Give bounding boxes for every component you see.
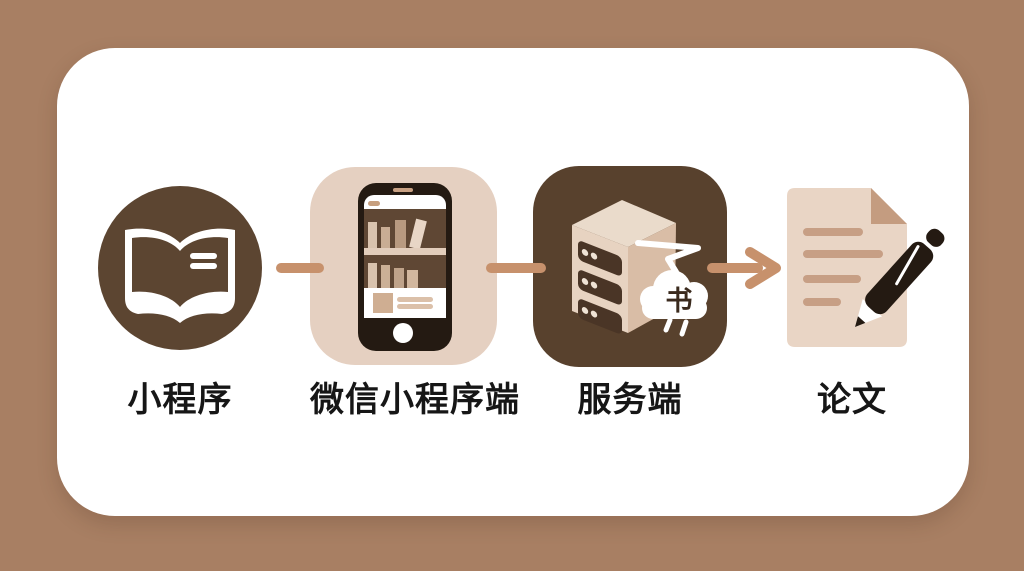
- connector-dash-2: [486, 263, 546, 273]
- cloud-character: 书: [666, 286, 693, 316]
- open-book-icon: [98, 186, 262, 350]
- pen-shape: [855, 228, 945, 327]
- cloud-shape: [640, 270, 708, 319]
- step-label-mini-program: 小程序: [127, 381, 233, 419]
- step-label-thesis: 论文: [817, 381, 887, 419]
- smartphone-bookshelf-icon: [310, 167, 497, 365]
- connector-dash-1: [276, 263, 324, 273]
- document-pen-icon: [787, 188, 945, 347]
- server-cloud-icon: 书: [533, 166, 727, 367]
- step-label-server: 服务端: [577, 381, 683, 419]
- step-label-wechat-client: 微信小程序端: [310, 381, 520, 419]
- connector-arrow: [707, 247, 781, 289]
